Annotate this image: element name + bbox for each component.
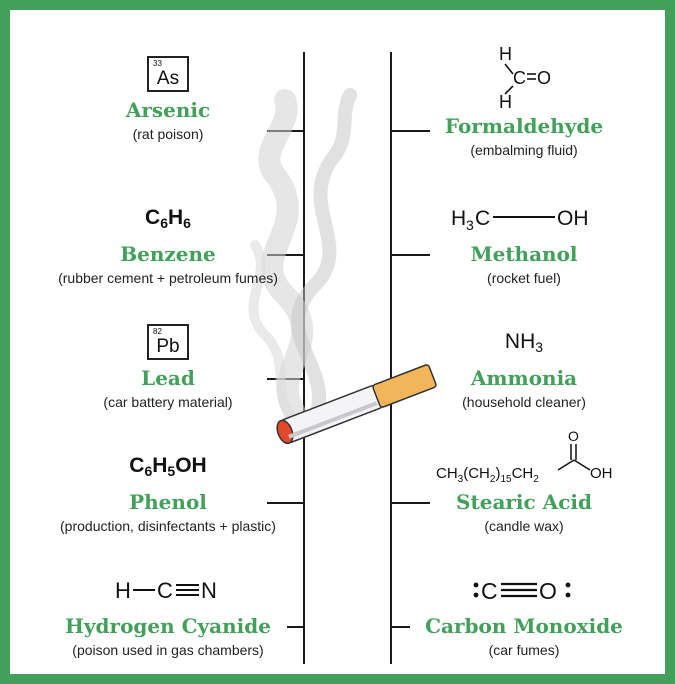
svg-text:H: H [115,578,131,603]
compound-description: (household cleaner) [462,394,586,410]
compound-name: Phenol [129,490,207,514]
compound-benzene: C6H6 Benzene (rubber cement + petroleum … [18,196,318,286]
ammonia-formula: NH3 [504,330,544,355]
tick-methanol [392,254,430,256]
svg-text:O: O [537,68,551,88]
arsenic-element-symbol: 33 As [18,52,318,96]
compound-name: Methanol [470,242,578,266]
compound-ammonia: NH3 Ammonia (household cleaner) [374,320,674,410]
compound-methanol: H 3 C OH Methanol (rocket fuel) [374,196,674,286]
compound-name: Carbon Monoxide [425,614,623,638]
compound-name: Hydrogen Cyanide [65,614,271,638]
compound-name: Formaldehyde [444,114,604,138]
formaldehyde-structure: H C O H [374,40,674,112]
tick-stearic-acid [392,502,430,504]
compound-description: (production, disinfectants + plastic) [60,518,276,534]
compound-carbon-monoxide: C O Carbon Monoxide (car fumes) [374,568,674,658]
compound-name: Ammonia [470,366,578,390]
compound-lead: 82 Pb Lead (car battery material) [18,320,318,410]
compound-description: (car fumes) [488,642,560,658]
svg-text:H: H [499,44,512,64]
carbon-monoxide-structure: C O [374,568,674,612]
phenol-formula: C6H5OH [129,454,207,479]
svg-text:C: C [475,207,490,230]
lead-element-symbol: 82 Pb [18,320,318,364]
compound-description: (candle wax) [484,518,564,534]
stearic-acid-structure: CH3(CH2)15CH2 O OH [374,426,674,488]
svg-text:C: C [481,578,498,604]
tick-formaldehyde [392,130,430,132]
tick-phenol [267,502,303,504]
benzene-formula: C6H6 [145,206,191,231]
lit-cigarette-icon [276,364,437,445]
svg-text:O: O [568,428,579,444]
compound-description: (rat poison) [132,126,204,142]
svg-text:OH: OH [557,207,589,230]
svg-text:3: 3 [466,217,474,233]
svg-text:OH: OH [590,465,613,482]
smoke-icon [248,88,357,436]
tick-carbon-monoxide [392,626,410,628]
compound-description: (embalming fluid) [470,142,578,158]
svg-text:C: C [157,578,173,603]
tick-hydrogen-cyanide [287,626,303,628]
methanol-structure: H 3 C OH [374,196,674,240]
compound-name: Arsenic [125,98,211,122]
compound-name: Lead [141,366,195,390]
compound-description: (poison used in gas chambers) [72,642,264,658]
right-divider-line [390,52,392,664]
hydrogen-cyanide-structure: H C N [18,568,318,612]
compound-phenol: C6H5OH Phenol (production, disinfectants… [18,444,318,534]
compound-description: (rubber cement + petroleum fumes) [58,270,278,286]
compound-stearic-acid: CH3(CH2)15CH2 O OH Stearic Acid (candle … [374,426,674,534]
svg-text:O: O [539,578,557,604]
compound-name: Stearic Acid [456,490,592,514]
svg-text:H: H [499,92,512,112]
compound-name: Benzene [120,242,216,266]
compound-description: (rocket fuel) [487,270,561,286]
compound-formaldehyde: H C O H Formaldehyde (embalming fluid) [374,40,674,158]
svg-text:N: N [201,578,217,603]
compound-hydrogen-cyanide: H C N Hydrogen Cyanide (poison used in g… [18,568,318,658]
compound-arsenic: 33 As Arsenic (rat poison) [18,52,318,142]
svg-text:CH3(CH2)15CH2: CH3(CH2)15CH2 [436,465,539,485]
svg-text:H: H [451,207,466,230]
svg-text:C: C [513,68,526,88]
compound-description: (car battery material) [103,394,233,410]
